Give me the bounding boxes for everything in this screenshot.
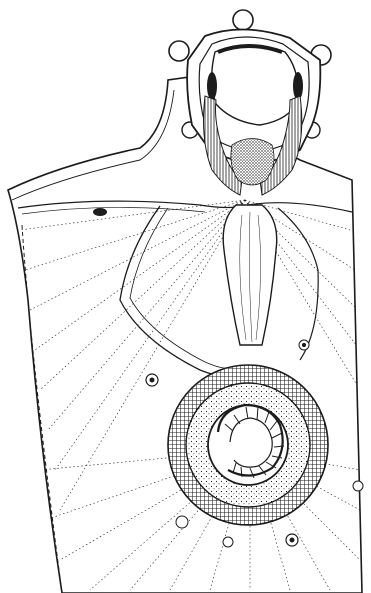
- body-outline: [8, 72, 362, 593]
- ring-structure: [168, 365, 328, 525]
- left-nodule: [93, 208, 107, 216]
- central-stippled-mass: [231, 139, 274, 186]
